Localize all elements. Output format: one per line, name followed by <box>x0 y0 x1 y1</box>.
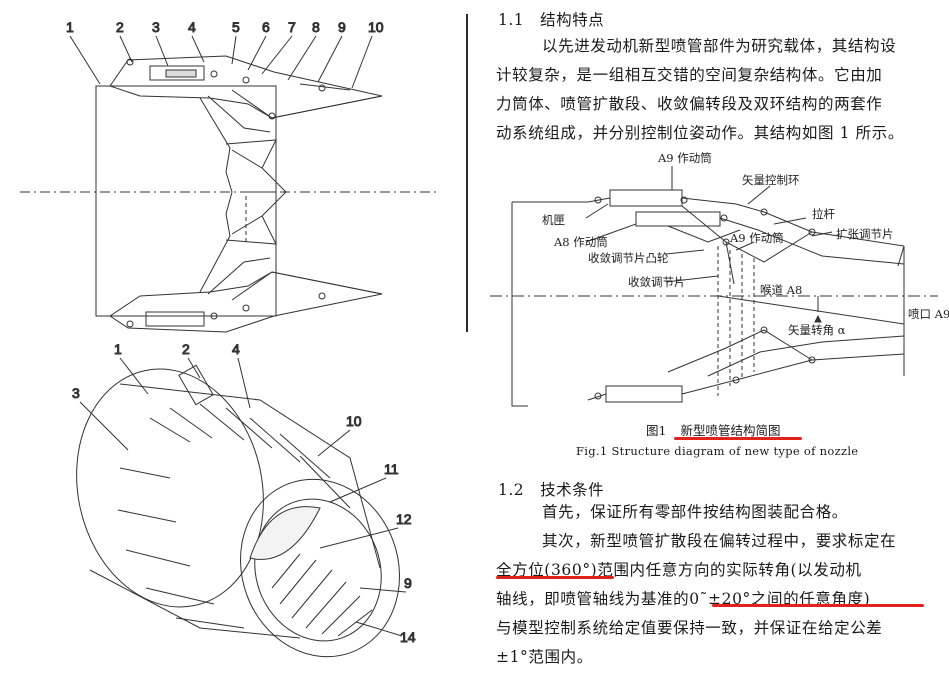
part-label-5: 5 <box>232 19 240 35</box>
label-vector-ring: 矢量控制环 <box>742 173 800 187</box>
para-line: 首先，保证所有零部件按结构图装配合格。 <box>542 503 848 521</box>
iso-label-11: 11 <box>384 461 399 477</box>
para-text: 范围内任意方向的实际转角(以发动机 <box>597 561 862 579</box>
para-line: 以先进发动机新型喷管部件为研究载体，其结构设 <box>542 37 897 55</box>
nozzle-section-drawing: 1 2 3 4 5 6 7 8 9 10 <box>0 0 462 338</box>
part-label-6: 6 <box>262 19 270 35</box>
part-label-10: 10 <box>368 19 384 35</box>
label-pull-rod: 拉杆 <box>812 207 835 221</box>
paper-page: 1.1 结构特点 以先进发动机新型喷管部件为研究载体，其结构设 计较复杂，是一组… <box>468 0 949 677</box>
figure-1-schematic: A9 作动筒 矢量控制环 机匣 拉杆 A8 作动筒 A9 作动筒 扩张调节片 收… <box>490 151 949 407</box>
para-line: 其次，新型喷管扩散段在偏转过程中，要求标定在 <box>542 532 897 550</box>
label-convergent-flap: 收敛调节片 <box>628 275 686 289</box>
iso-label-2: 2 <box>182 341 190 357</box>
part-label-3: 3 <box>152 19 160 35</box>
label-a9-actuator-mid: A9 作动筒 <box>729 231 784 245</box>
label-casing: 机匣 <box>542 213 565 227</box>
underlined-full-range: 全方位(360°) <box>496 561 598 579</box>
part-label-2: 2 <box>116 19 124 35</box>
nozzle-isometric-drawing: 1 2 4 3 10 11 12 9 14 <box>0 338 462 677</box>
caption-red-underline <box>674 437 802 440</box>
iso-label-3: 3 <box>72 385 80 401</box>
red-underline-angle-range <box>712 604 924 607</box>
part-label-9: 9 <box>338 19 346 35</box>
label-throat: 喉道 A8 <box>760 283 802 297</box>
section-1-2-paragraph: 首先，保证所有零部件按结构图装配合格。 其次，新型喷管扩散段在偏转过程中，要求标… <box>488 498 896 672</box>
part-label-7: 7 <box>288 19 296 35</box>
para-line: 计较复杂，是一组相互交错的空间复杂结构体。它由加 <box>496 66 883 84</box>
panel-divider-vertical <box>466 14 468 332</box>
iso-label-1: 1 <box>114 341 122 357</box>
caption-title: 新型喷管结构简图 <box>680 423 781 438</box>
para-line: 力筒体、喷管扩散段、收敛偏转段及双环结构的两套作 <box>496 95 883 113</box>
figure-caption-cn: 图1 新型喷管结构简图 <box>646 420 780 439</box>
para-text: 轴线，即喷管轴线为基准的 <box>496 590 690 608</box>
label-expansion-flap: 扩张调节片 <box>836 227 894 241</box>
iso-label-4: 4 <box>232 341 240 357</box>
red-underline-full-range <box>496 576 614 579</box>
para-line: ±1°范围内。 <box>496 648 593 666</box>
figure-caption-en: Fig.1 Structure diagram of new type of n… <box>576 444 859 458</box>
caption-prefix: 图1 <box>646 423 667 438</box>
para-line: 与模型控制系统给定值要保持一致，并保证在给定公差 <box>496 619 883 637</box>
iso-label-14: 14 <box>400 629 416 645</box>
underlined-angle-range: 0˜±20°之间的任意角度) <box>689 590 871 608</box>
label-convergent-cam: 收敛调节片凸轮 <box>588 251 669 265</box>
section-1-1-paragraph: 以先进发动机新型喷管部件为研究载体，其结构设 计较复杂，是一组相互交错的空间复杂… <box>488 32 904 148</box>
part-label-8: 8 <box>312 19 320 35</box>
label-a9-actuator: A9 作动筒 <box>657 151 712 165</box>
label-nozzle-exit: 喷口 A9 <box>908 307 949 321</box>
section-drawing-svg: 1 2 3 4 5 6 7 8 9 10 <box>20 19 440 333</box>
part-label-4: 4 <box>188 19 196 35</box>
isometric-drawing-svg: 1 2 4 3 10 11 12 9 14 <box>72 341 416 658</box>
part-label-1: 1 <box>66 19 74 35</box>
iso-label-10: 10 <box>346 413 362 429</box>
para-line: 轴线，即喷管轴线为基准的0˜±20°之间的任意角度) <box>488 585 896 614</box>
label-vector-angle: 矢量转角 α <box>788 323 846 337</box>
iso-label-12: 12 <box>396 511 412 527</box>
para-line: 全方位(360°)范围内任意方向的实际转角(以发动机 <box>488 556 896 585</box>
section-1-2-heading: 1.2 技术条件 <box>498 481 605 499</box>
label-a8-actuator: A8 作动筒 <box>553 235 608 249</box>
section-1-1-heading: 1.1 结构特点 <box>498 11 605 29</box>
para-line: 动系统组成，并分别控制位姿动作。其结构如图 1 所示。 <box>496 124 904 142</box>
iso-label-9: 9 <box>404 575 412 591</box>
